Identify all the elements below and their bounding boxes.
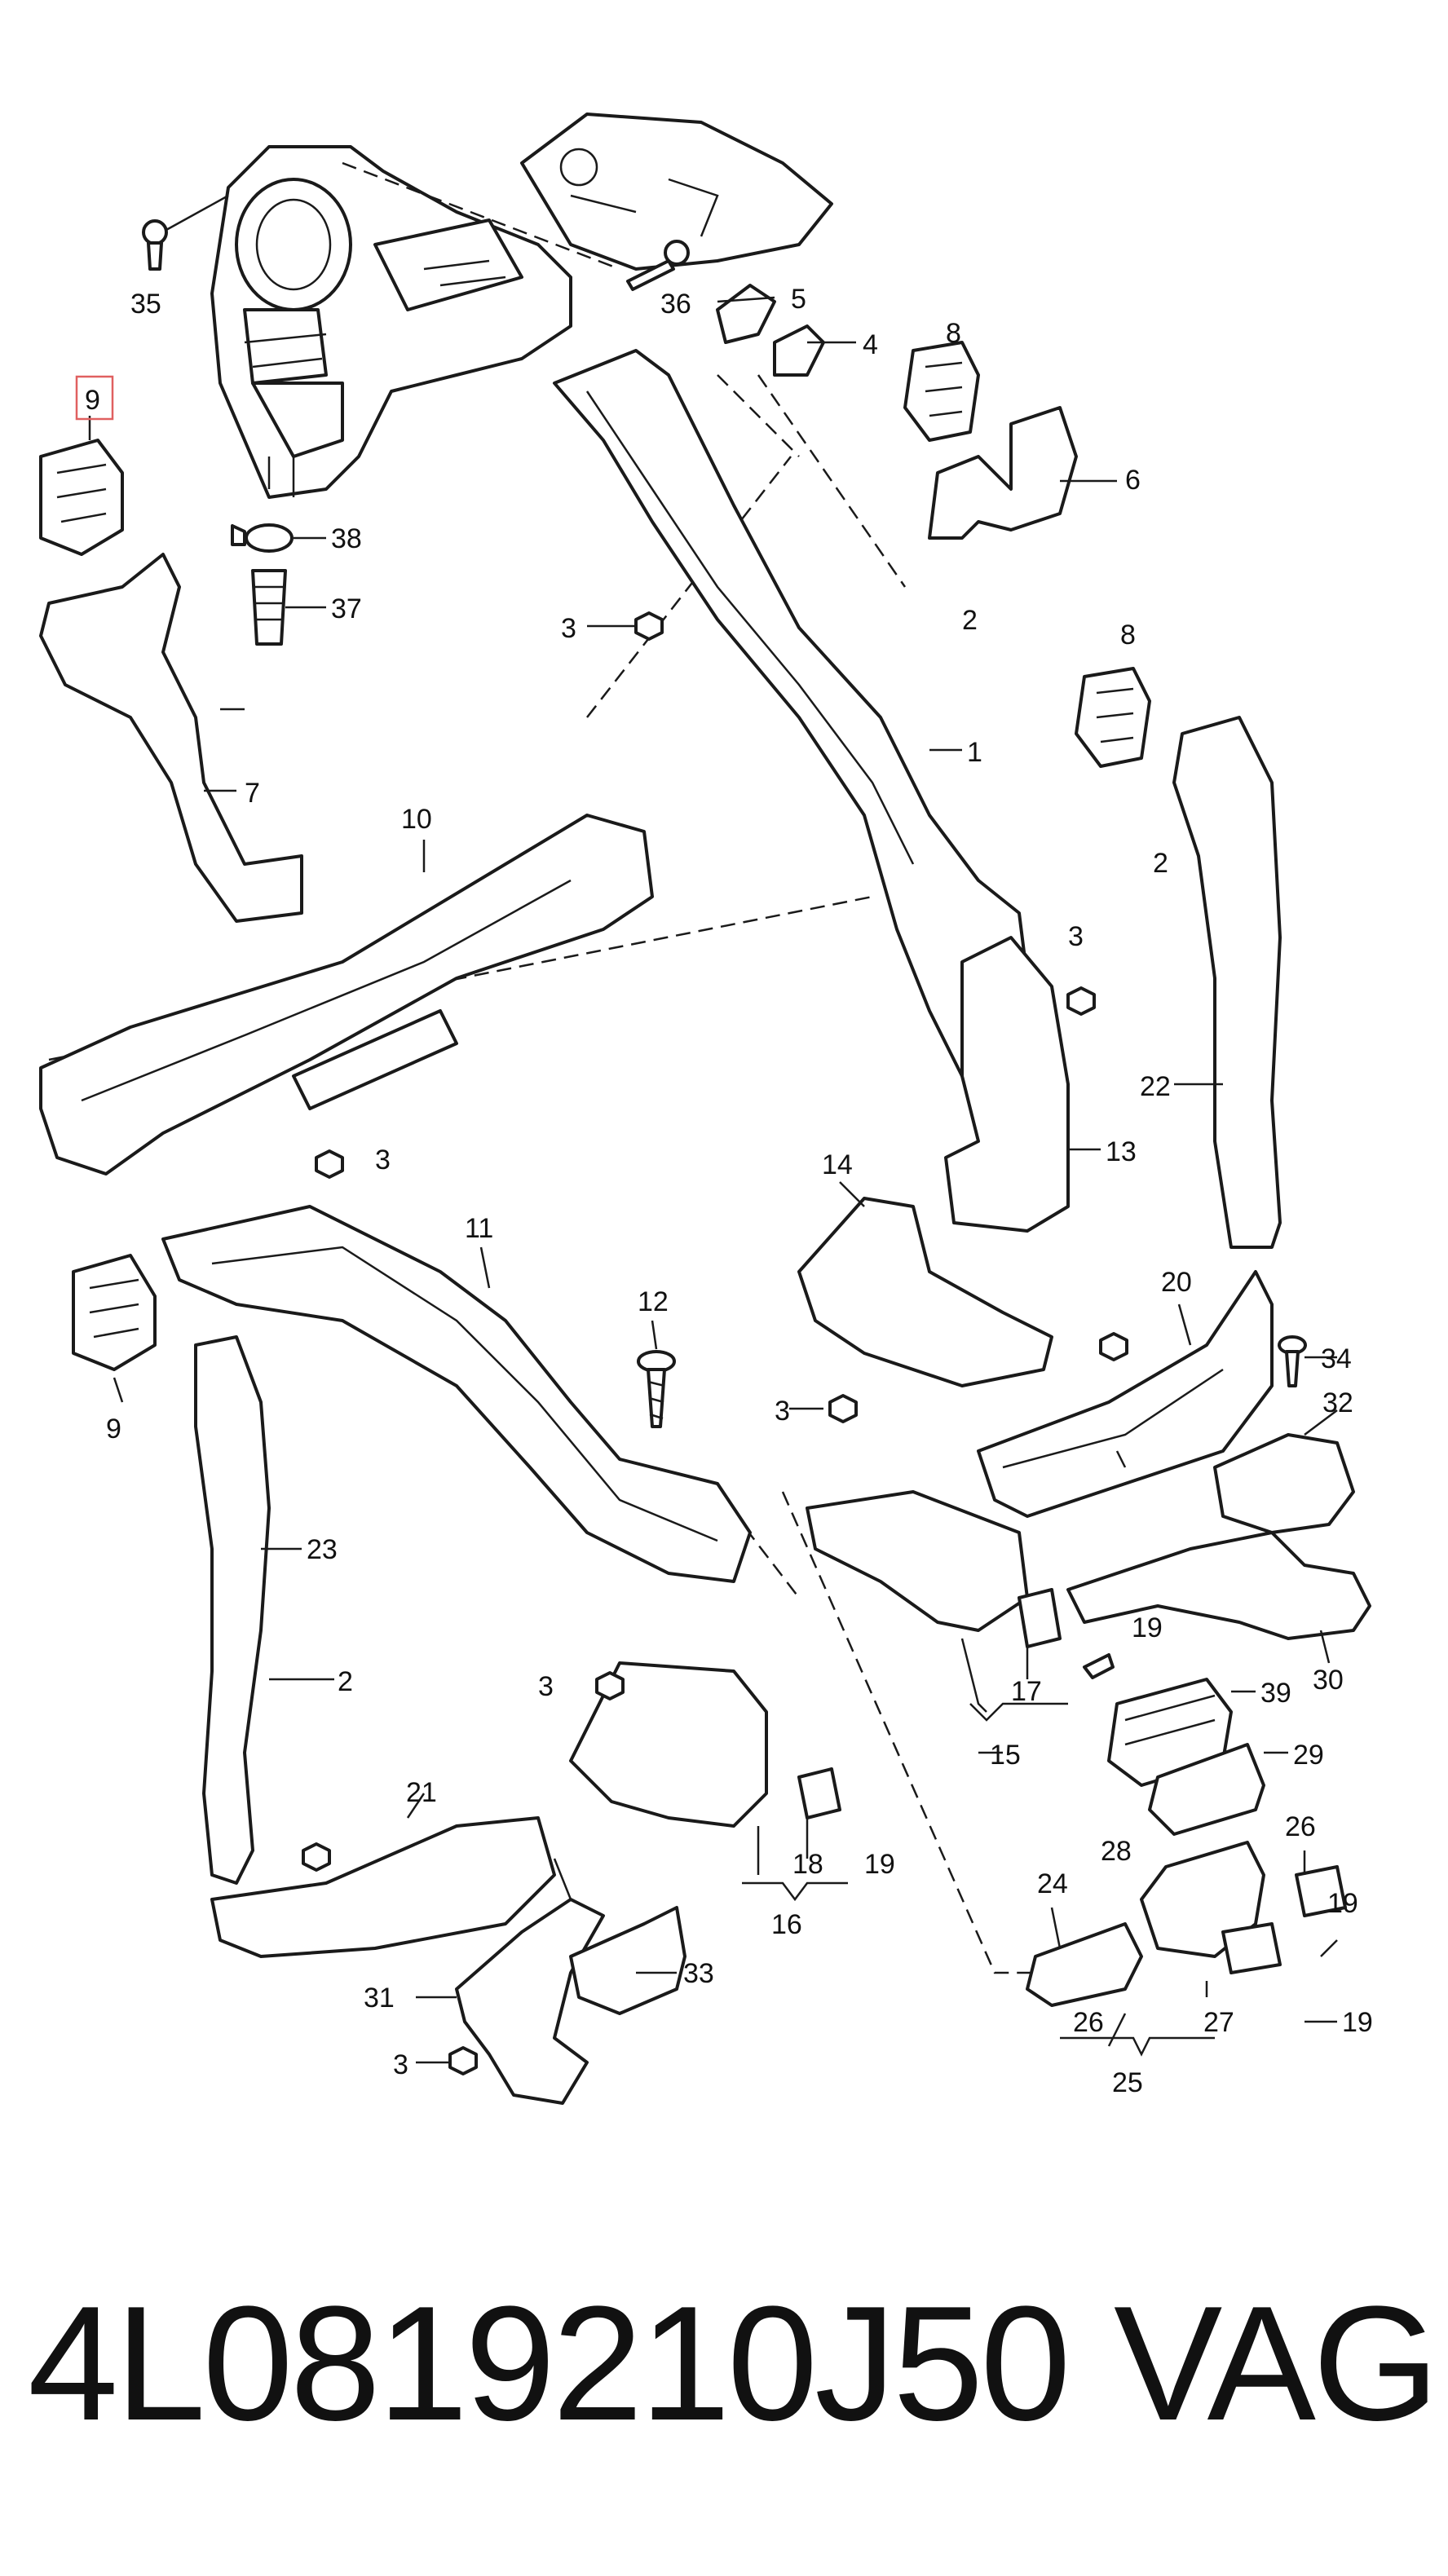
duct-assembly-15 <box>806 1490 1062 1648</box>
duct-32 <box>1213 1433 1355 1534</box>
callout-6: 6 <box>1125 465 1141 496</box>
clip-9-top <box>39 439 124 556</box>
callout-13: 13 <box>1106 1136 1137 1167</box>
callout-30: 30 <box>1313 1665 1344 1696</box>
leader-lines <box>88 296 1338 2064</box>
duct-22 <box>1172 716 1282 1249</box>
duct-30 <box>1066 1531 1371 1640</box>
exploded-parts-diagram: 35 36 5 4 8 6 9 38 37 3 2 7 1 10 2 3 13 … <box>39 112 1373 2105</box>
vent-4 <box>773 324 825 377</box>
duct-14 <box>797 1197 1053 1387</box>
callout-39: 39 <box>1260 1678 1291 1709</box>
callout-9: 9 <box>85 385 100 416</box>
callout-24: 24 <box>1037 1868 1068 1899</box>
callout-1: 1 <box>967 737 982 768</box>
duct-6 <box>928 406 1078 540</box>
callout-3-a: 3 <box>561 613 576 644</box>
callout-19-d: 19 <box>1342 2007 1373 2038</box>
callout-3-d: 3 <box>775 1396 790 1427</box>
callout-3-b: 3 <box>1068 921 1084 952</box>
screw-19-a <box>1083 1653 1115 1679</box>
callout-5: 5 <box>791 284 806 315</box>
callout-8: 8 <box>946 318 961 349</box>
callout-34: 34 <box>1321 1343 1352 1374</box>
duct-11 <box>161 1205 752 1583</box>
callout-33: 33 <box>683 1958 714 1989</box>
callout-7: 7 <box>245 778 260 809</box>
callout-35: 35 <box>130 289 161 320</box>
duct-31 <box>455 1898 605 2105</box>
callout-19-a: 19 <box>1132 1612 1163 1643</box>
callout-31: 31 <box>364 1983 395 2014</box>
duct-23 <box>194 1335 271 1885</box>
callout-32: 32 <box>1322 1387 1353 1418</box>
callout-37: 37 <box>331 593 362 624</box>
duct-29 <box>1148 1743 1265 1836</box>
callout-16: 16 <box>771 1909 802 1940</box>
callout-8-b: 8 <box>1120 620 1136 651</box>
callout-3-f: 3 <box>393 2049 408 2080</box>
duct-10 <box>39 814 654 1176</box>
clip-8-top <box>903 341 980 442</box>
callout-17: 17 <box>1011 1676 1042 1707</box>
callout-26-b: 26 <box>1073 2007 1104 2038</box>
duct-1 <box>553 349 1029 1078</box>
callout-11: 11 <box>465 1213 493 1244</box>
clip-8-right <box>1075 667 1151 768</box>
callout-28: 28 <box>1101 1836 1132 1867</box>
screw-34 <box>1278 1335 1307 1387</box>
bulkhead-detail <box>520 112 833 271</box>
callout-23: 23 <box>307 1534 338 1565</box>
callout-12: 12 <box>638 1286 669 1317</box>
callout-4: 4 <box>863 329 878 360</box>
callout-21: 21 <box>406 1777 437 1808</box>
fitting-37 <box>251 569 287 646</box>
duct-21 <box>210 1816 556 1958</box>
nut-markers <box>302 611 1128 2075</box>
callout-26-a: 26 <box>1285 1811 1316 1842</box>
callout-27: 27 <box>1203 2007 1234 2038</box>
clip-9-mid <box>72 1254 157 1371</box>
fitting-38 <box>231 523 294 553</box>
duct-assembly-16 <box>569 1661 841 1828</box>
callout-38: 38 <box>331 523 362 554</box>
callout-2-b: 2 <box>1153 848 1168 879</box>
callout-labels: 35 36 5 4 8 6 9 38 37 3 2 7 1 10 2 3 13 … <box>75 284 1373 2098</box>
callout-18: 18 <box>792 1849 823 1880</box>
bolt-35 <box>142 219 168 271</box>
callout-3-c: 3 <box>375 1145 391 1176</box>
callout-2-c: 2 <box>338 1666 353 1697</box>
callout-36: 36 <box>660 289 691 320</box>
callout-14: 14 <box>822 1149 853 1180</box>
callout-22: 22 <box>1140 1071 1171 1102</box>
heater-unit <box>210 145 572 499</box>
duct-7 <box>39 553 303 923</box>
callout-2-a: 2 <box>962 605 978 636</box>
callout-29: 29 <box>1293 1740 1324 1771</box>
callout-9-b: 9 <box>106 1414 121 1445</box>
callout-3-e: 3 <box>538 1671 554 1702</box>
vent-5 <box>716 284 776 344</box>
duct-13 <box>944 936 1070 1233</box>
brand-name: VAG <box>1114 2273 1440 2455</box>
callout-10: 10 <box>401 804 432 835</box>
callout-box-9 <box>75 375 114 421</box>
bolt-36 <box>626 240 690 291</box>
screw-12 <box>637 1350 676 1428</box>
duct-20 <box>977 1270 1274 1518</box>
part-number: 4L0819210J50 <box>28 2273 1071 2455</box>
duct-33 <box>569 1906 686 2015</box>
callout-15: 15 <box>990 1740 1021 1771</box>
callout-25: 25 <box>1112 2067 1143 2098</box>
callout-19-b: 19 <box>864 1849 895 1880</box>
callout-20: 20 <box>1161 1267 1192 1298</box>
bracket-assembly-25 <box>1026 1841 1347 2007</box>
callout-19-c: 19 <box>1327 1888 1358 1919</box>
